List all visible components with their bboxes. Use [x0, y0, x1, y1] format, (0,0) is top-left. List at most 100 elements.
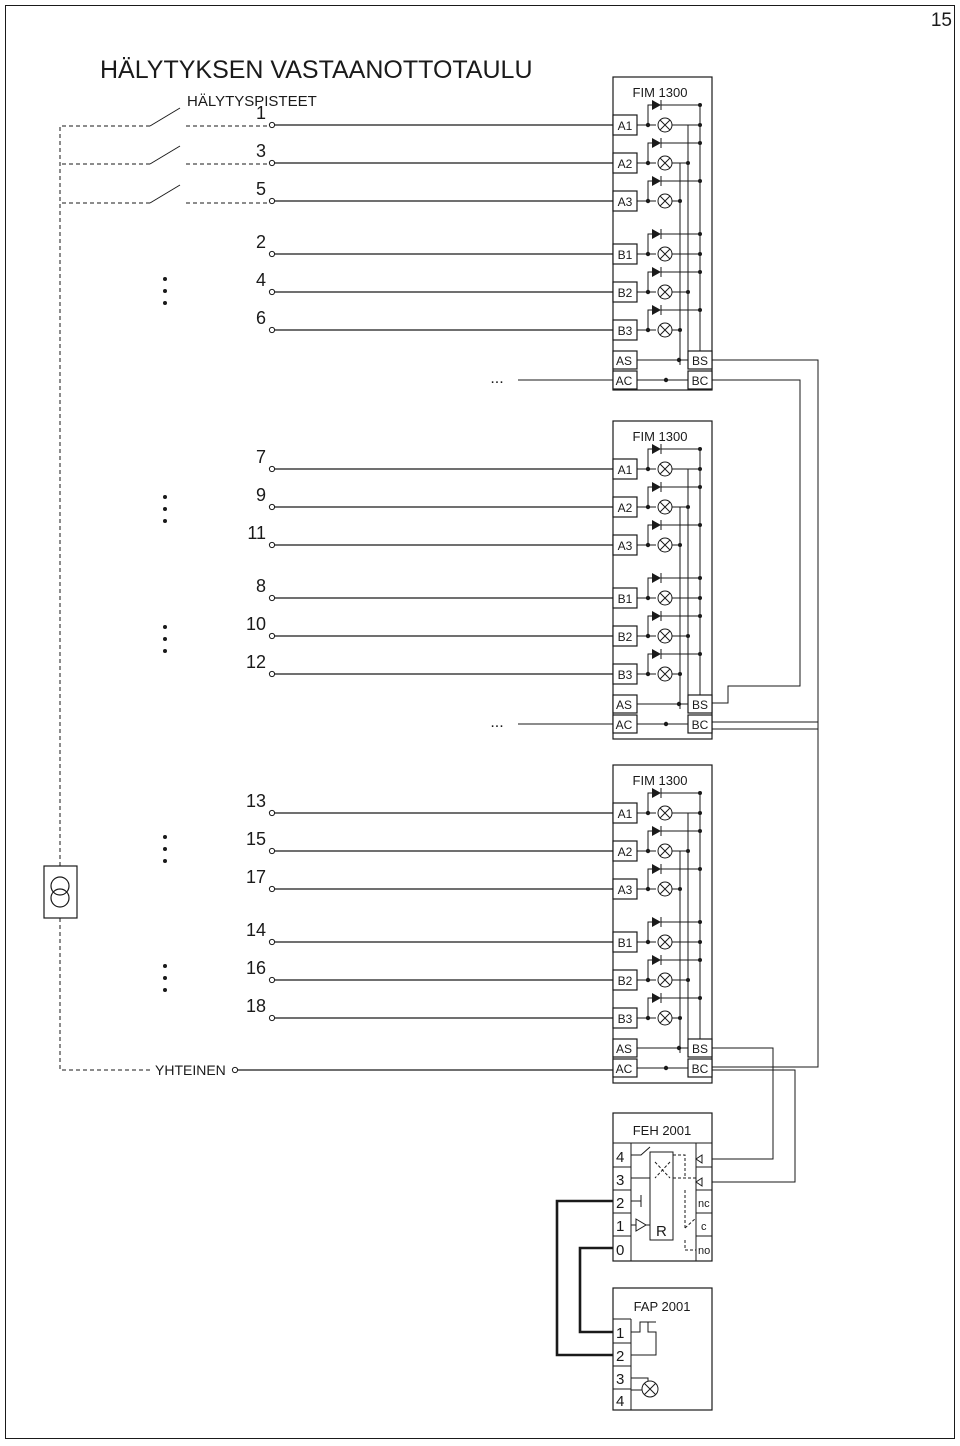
terminal-dot [268, 885, 276, 893]
terminal-label: BC [692, 1062, 709, 1076]
heavy-wire [578, 1246, 613, 1334]
alarm-point-label: 16 [246, 958, 266, 978]
terminal-dot [268, 976, 276, 984]
ellipsis-dot [163, 976, 167, 980]
fap-terminal-4: 4 [616, 1393, 624, 1410]
terminal-label: BC [692, 374, 709, 388]
lamp-icon [657, 666, 673, 682]
terminal-label: BS [692, 698, 708, 712]
alarm-point-label: 10 [246, 614, 266, 634]
alarm-point-label: 15 [246, 829, 266, 849]
feh-terminal-1: 1 [616, 1218, 624, 1235]
common-line: YHTEINEN [155, 1062, 613, 1078]
ellipsis-dots [163, 277, 167, 992]
ellipsis-dot [163, 277, 167, 281]
terminal-label: A3 [618, 195, 633, 209]
lamp-icon [657, 881, 673, 897]
terminal-label: A1 [618, 463, 633, 477]
terminal-label: AC [616, 718, 633, 732]
terminal-label: A3 [618, 883, 633, 897]
lamp-icon [657, 805, 673, 821]
subtitle: HÄLYTYSPISTEET [187, 93, 317, 110]
terminal-label: B1 [618, 592, 633, 606]
feh-c: c [701, 1221, 707, 1233]
terminal-label: A3 [618, 539, 633, 553]
alarm-point-label: 9 [256, 485, 266, 505]
page-number: 15 [931, 10, 952, 31]
terminal-dot [268, 159, 276, 167]
terminal-label: AC [616, 374, 633, 388]
feh-terminal-2: 2 [616, 1195, 624, 1212]
terminal-dot [268, 121, 276, 129]
fap-terminal-2: 2 [616, 1348, 624, 1365]
terminal-dot [268, 847, 276, 855]
alarm-point-label: 7 [256, 447, 266, 467]
terminal-label: B1 [618, 248, 633, 262]
terminal-label: AS [616, 1042, 632, 1056]
terminal-label: A2 [618, 501, 633, 515]
ellipsis-dot [163, 964, 167, 968]
switch-icon [149, 184, 181, 204]
lamp-icon [657, 117, 673, 133]
feh-no: no [698, 1245, 710, 1257]
terminal-dot [268, 326, 276, 334]
terminal-dot [268, 809, 276, 817]
ellipsis-dot [163, 847, 167, 851]
lamp-icon [657, 322, 673, 338]
terminal-label: BC [692, 718, 709, 732]
ellipsis-dot [163, 301, 167, 305]
terminal-label: B2 [618, 974, 633, 988]
alarm-point-label: 13 [246, 791, 266, 811]
lamp-icon [657, 934, 673, 950]
terminal-dot [268, 541, 276, 549]
feh-module: FEH 2001 4 3 2 1 0 nc c no R [612, 1112, 713, 1262]
fap-terminal-1: 1 [616, 1325, 624, 1342]
terminal-dot [268, 250, 276, 258]
terminal-dot [268, 670, 276, 678]
terminal-label: B3 [618, 1012, 633, 1026]
fap-terminal-3: 3 [616, 1371, 624, 1388]
lamp-icon [657, 843, 673, 859]
ellipsis-dot [163, 289, 167, 293]
feh-terminal-0: 0 [616, 1242, 624, 1259]
lamp-icon [657, 628, 673, 644]
terminal-dot [268, 1014, 276, 1022]
alarm-point-label: 2 [256, 232, 266, 252]
terminal-label: AS [616, 698, 632, 712]
contact-icon [631, 1321, 657, 1356]
lamp-icon [657, 499, 673, 515]
field-switches [59, 107, 268, 1071]
feh-title: FEH 2001 [633, 1123, 692, 1138]
alarm-point-label: 18 [246, 996, 266, 1016]
feh-nc: nc [698, 1198, 710, 1210]
terminal-label: A1 [618, 119, 633, 133]
ellipsis-dot [163, 637, 167, 641]
terminal-label: AS [616, 354, 632, 368]
transformer-icon [43, 865, 78, 919]
lamp-icon [657, 284, 673, 300]
feh-terminal-3: 3 [616, 1172, 624, 1189]
ellipsis-dot [163, 519, 167, 523]
terminal-label: B2 [618, 630, 633, 644]
lamp-icon [657, 155, 673, 171]
lamp-icon [657, 1010, 673, 1026]
fim-title: FIM 1300 [633, 85, 688, 100]
terminal-label: AC [616, 1062, 633, 1076]
feh-terminal-4: 4 [616, 1149, 624, 1166]
ellipsis-dot [163, 988, 167, 992]
lamp-icon [657, 972, 673, 988]
diode-icon [631, 1218, 647, 1232]
ellipsis-dot [163, 625, 167, 629]
lamp-icon [657, 461, 673, 477]
fap-title: FAP 2001 [634, 1299, 691, 1314]
ellipsis-dot [163, 649, 167, 653]
terminal-dot [268, 938, 276, 946]
alarm-point-label: 17 [246, 867, 266, 887]
terminal-label: B3 [618, 668, 633, 682]
fim-module: FIM 13007A19A211A38B110B212B3ASACBSBC... [246, 420, 713, 740]
terminal-label: B3 [618, 324, 633, 338]
terminal-label: BS [692, 354, 708, 368]
fim-module: FIM 13001A13A25A32B14B26B3ASACBSBC... [256, 76, 713, 391]
